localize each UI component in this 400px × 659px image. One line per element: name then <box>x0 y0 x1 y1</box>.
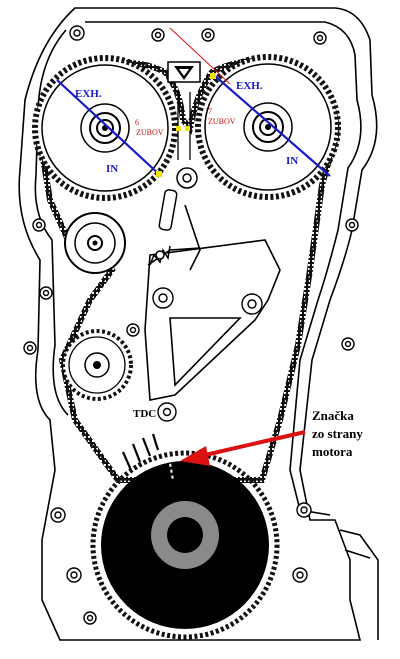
right-camshaft-gear <box>195 54 341 200</box>
right-teeth-count: 7 <box>208 107 212 116</box>
tdc-label: TDC <box>133 408 156 420</box>
note-line-3: motora <box>312 444 353 459</box>
crankshaft-gear <box>90 450 280 640</box>
left-teeth-count: 6 <box>135 118 139 127</box>
water-pump-gear <box>61 329 133 401</box>
idler-pulley <box>64 212 126 274</box>
engine-block-outline <box>18 7 379 641</box>
mounting-holes <box>23 25 359 625</box>
alignment-markers <box>156 73 216 177</box>
red-arrow-icon <box>180 430 306 466</box>
left-intake-label: IN <box>106 163 118 175</box>
right-exhaust-label: EXH. <box>236 80 263 92</box>
tdc-tick-marks <box>121 433 160 471</box>
note-line-1: Značka <box>312 408 354 423</box>
reference-line <box>169 27 231 85</box>
tensioner-bracket <box>144 204 281 401</box>
right-teeth-word: ZUBOV <box>208 117 236 126</box>
note-line-2: zo strany <box>312 426 363 441</box>
left-teeth-word: ZUBOV <box>136 128 164 137</box>
left-exhaust-label: EXH. <box>75 88 102 100</box>
crankshaft-pulley <box>101 451 269 629</box>
cam-timing-lines <box>56 75 331 177</box>
triangle-mark-icon <box>167 61 201 83</box>
tensioner-spring <box>149 167 198 266</box>
right-intake-label: IN <box>286 155 298 167</box>
